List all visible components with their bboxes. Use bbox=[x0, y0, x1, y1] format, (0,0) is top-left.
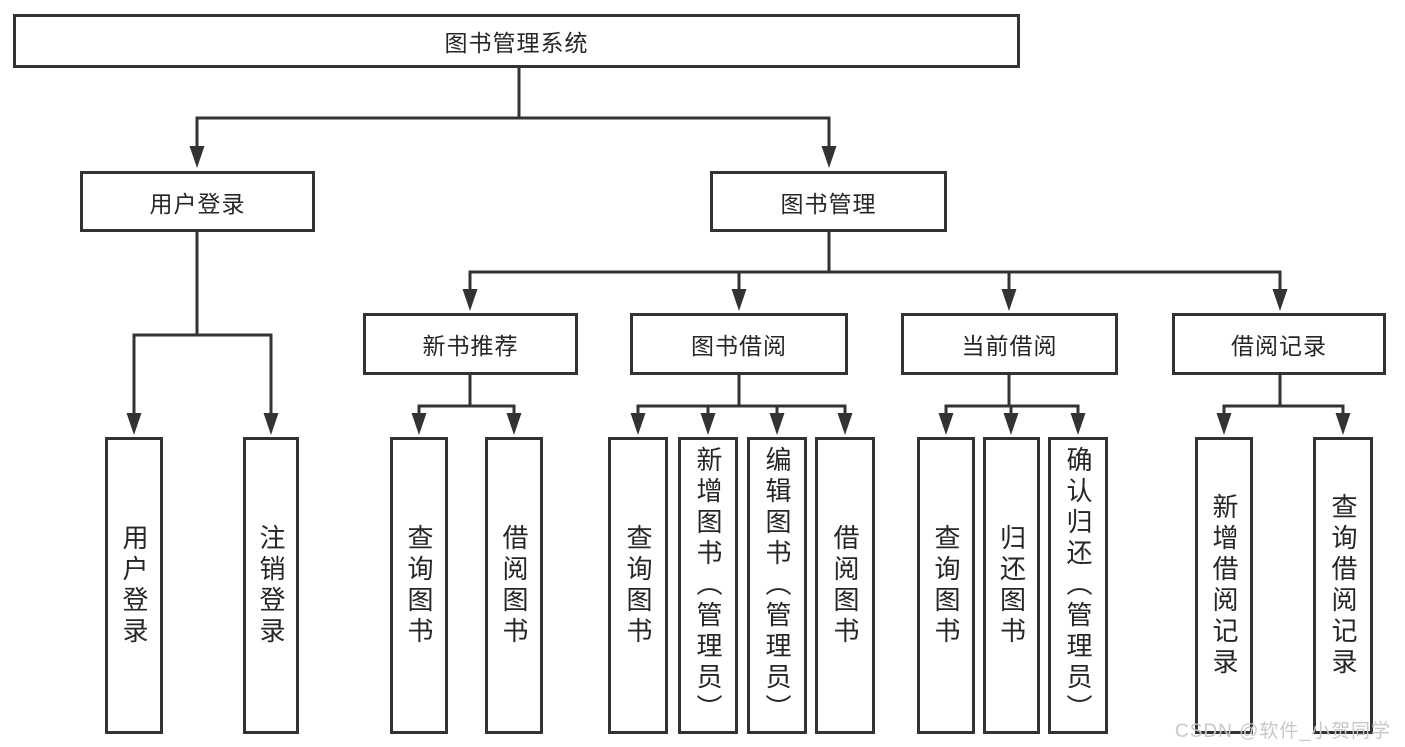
node-user-login-label: 用户登录 bbox=[149, 190, 246, 217]
node-user-login: 用户登录 bbox=[80, 171, 315, 232]
leaf-query-books-recommend: 查询图书 bbox=[390, 437, 448, 734]
leaf-return-book-label: 归还图书 bbox=[996, 523, 1027, 648]
node-book-management: 图书管理 bbox=[710, 171, 947, 232]
leaf-add-book-admin-label: 新增图书（管理员） bbox=[693, 446, 723, 725]
node-root: 图书管理系统 bbox=[13, 14, 1020, 68]
node-book-borrowing-label: 图书借阅 bbox=[691, 333, 787, 359]
leaf-query-books-current: 查询图书 bbox=[917, 437, 975, 734]
leaf-borrow-books-borrowing: 借阅图书 bbox=[815, 437, 875, 734]
leaf-edit-book-admin: 编辑图书（管理员） bbox=[747, 437, 807, 734]
leaf-query-books-current-label: 查询图书 bbox=[931, 523, 961, 648]
node-new-book-recommend: 新书推荐 bbox=[363, 313, 578, 375]
leaf-confirm-return-admin-label: 确认归还（管理员） bbox=[1063, 446, 1093, 725]
tree-edges bbox=[132, 66, 1345, 420]
leaf-logout: 注销登录 bbox=[243, 437, 299, 734]
leaf-query-books-borrowing-label: 查询图书 bbox=[623, 523, 653, 648]
node-borrowing-records-label: 借阅记录 bbox=[1231, 333, 1327, 359]
watermark: CSDN @软件_小贺同学 bbox=[1175, 721, 1391, 742]
node-current-borrowing: 当前借阅 bbox=[901, 313, 1118, 375]
node-current-borrowing-label: 当前借阅 bbox=[961, 333, 1058, 359]
leaf-query-books-recommend-label: 查询图书 bbox=[404, 523, 434, 648]
node-root-label: 图书管理系统 bbox=[444, 30, 589, 56]
node-new-book-recommend-label: 新书推荐 bbox=[422, 333, 519, 359]
leaf-query-books-borrowing: 查询图书 bbox=[608, 437, 668, 734]
leaf-borrow-books-borrowing-label: 借阅图书 bbox=[830, 523, 860, 648]
leaf-add-borrow-record-label: 新增借阅记录 bbox=[1209, 492, 1239, 679]
leaf-edit-book-admin-label: 编辑图书（管理员） bbox=[762, 446, 792, 725]
leaf-confirm-return-admin: 确认归还（管理员） bbox=[1048, 437, 1108, 734]
arrowheads bbox=[126, 146, 1351, 435]
leaf-user-login: 用户登录 bbox=[105, 437, 163, 734]
leaf-query-borrow-record: 查询借阅记录 bbox=[1313, 437, 1373, 734]
node-borrowing-records: 借阅记录 bbox=[1172, 313, 1386, 375]
leaf-query-borrow-record-label: 查询借阅记录 bbox=[1328, 492, 1358, 679]
leaf-borrow-books-recommend: 借阅图书 bbox=[485, 437, 543, 734]
node-book-management-label: 图书管理 bbox=[780, 190, 877, 217]
leaf-add-book-admin: 新增图书（管理员） bbox=[678, 437, 738, 734]
leaf-logout-label: 注销登录 bbox=[256, 523, 286, 648]
leaf-user-login-label: 用户登录 bbox=[119, 523, 149, 648]
leaf-borrow-books-recommend-label: 借阅图书 bbox=[499, 523, 529, 648]
leaf-return-book: 归还图书 bbox=[983, 437, 1040, 734]
node-book-borrowing: 图书借阅 bbox=[630, 313, 848, 375]
leaf-add-borrow-record: 新增借阅记录 bbox=[1195, 437, 1253, 734]
